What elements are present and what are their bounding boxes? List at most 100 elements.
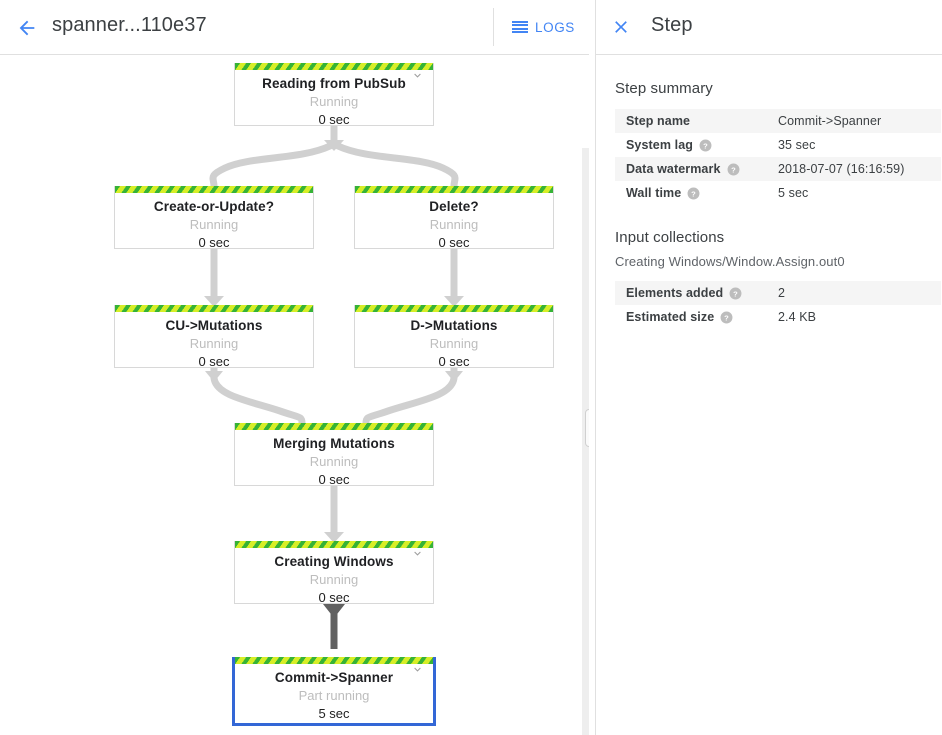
help-icon[interactable]: ?	[699, 139, 712, 152]
node-status: Running	[189, 217, 239, 232]
chevron-down-icon[interactable]	[407, 543, 427, 563]
table-row: System lag?35 sec	[615, 133, 941, 157]
table-row: Data watermark?2018-07-07 (16:16:59)	[615, 157, 941, 181]
node-status: Running	[429, 336, 479, 351]
step-summary-key: Data watermark?	[615, 157, 778, 181]
graph-pane: spanner...110e37 LOGS	[0, 0, 589, 735]
help-icon[interactable]: ?	[720, 311, 733, 324]
step-summary-key-label: System lag	[626, 138, 694, 152]
input-collection-key: Estimated size?	[615, 305, 778, 329]
step-summary-value: Commit->Spanner	[778, 114, 882, 128]
logs-list-icon	[512, 20, 528, 34]
step-summary-key: Step name	[615, 109, 778, 133]
pane-splitter[interactable]	[595, 0, 596, 735]
node-time: 5 sec	[318, 706, 350, 721]
page-title: spanner...110e37	[52, 14, 207, 36]
step-panel-header: Step	[596, 0, 942, 55]
input-collection-name: Creating Windows/Window.Assign.out0	[615, 254, 845, 269]
node-status-stripe	[235, 63, 433, 70]
node-time: 0 sec	[198, 354, 230, 369]
help-icon[interactable]: ?	[727, 163, 740, 176]
node-status: Running	[309, 454, 359, 469]
node-body: Delete? Running 0 sec	[355, 186, 553, 251]
node-time: 0 sec	[198, 235, 230, 250]
node-status: Running	[189, 336, 239, 351]
svg-text:?: ?	[733, 289, 738, 298]
node-status-stripe	[355, 305, 553, 312]
node-title: Create-or-Update?	[153, 199, 275, 214]
logs-button[interactable]: LOGS	[508, 12, 579, 42]
step-summary-value: 2018-07-07 (16:16:59)	[778, 162, 905, 176]
svg-text:?: ?	[691, 189, 696, 198]
node-status-stripe	[355, 186, 553, 193]
node-title: Commit->Spanner	[274, 670, 394, 685]
node-status-stripe	[235, 657, 433, 664]
node-body: Create-or-Update? Running 0 sec	[115, 186, 313, 251]
chevron-down-icon[interactable]	[407, 659, 427, 679]
input-collection-value: 2	[778, 286, 786, 300]
input-collection-key-label: Estimated size	[626, 310, 715, 324]
help-icon[interactable]: ?	[729, 287, 742, 300]
graph-node-create-or-update[interactable]: Create-or-Update? Running 0 sec	[114, 186, 314, 251]
input-collection-key-label: Elements added	[626, 286, 724, 300]
step-summary-key-label: Step name	[626, 114, 691, 128]
input-collections-heading: Input collections	[615, 229, 725, 246]
step-summary-key-label: Wall time	[626, 186, 682, 200]
node-status-stripe	[235, 541, 433, 548]
toolbar-divider	[493, 8, 494, 46]
input-collection-key: Elements added?	[615, 281, 778, 305]
svg-text:?: ?	[703, 141, 708, 150]
close-icon[interactable]	[604, 10, 638, 44]
input-collection-value: 2.4 KB	[778, 310, 817, 324]
table-row: Step name Commit->Spanner	[615, 109, 941, 133]
graph-edge-layer	[204, 126, 464, 649]
step-panel-title: Step	[651, 14, 693, 36]
step-summary-key-label: Data watermark	[626, 162, 721, 176]
chevron-down-icon[interactable]	[407, 65, 427, 85]
node-time: 0 sec	[318, 112, 350, 127]
step-summary-key: System lag?	[615, 133, 778, 157]
node-status: Running	[309, 94, 359, 109]
step-summary-value: 35 sec	[778, 138, 816, 152]
node-title: CU->Mutations	[165, 318, 263, 333]
graph-scrollbar-thumb[interactable]	[585, 409, 589, 447]
table-row: Estimated size?2.4 KB	[615, 305, 941, 329]
node-time: 0 sec	[318, 472, 350, 487]
step-summary-value: 5 sec	[778, 186, 809, 200]
node-title: Reading from PubSub	[262, 76, 406, 91]
logs-button-label: LOGS	[535, 19, 575, 35]
node-status: Running	[429, 217, 479, 232]
svg-text:?: ?	[731, 165, 736, 174]
table-row: Wall time?5 sec	[615, 181, 941, 205]
node-time: 0 sec	[438, 354, 470, 369]
node-status-stripe	[115, 186, 313, 193]
node-title: Merging Mutations	[273, 436, 395, 451]
help-icon[interactable]: ?	[687, 187, 700, 200]
node-status-stripe	[235, 423, 433, 430]
step-summary-key: Wall time?	[615, 181, 778, 205]
graph-node-delete[interactable]: Delete? Running 0 sec	[354, 186, 554, 251]
left-toolbar: spanner...110e37 LOGS	[0, 0, 589, 55]
arrow-left-icon[interactable]	[8, 9, 46, 47]
node-title: Delete?	[429, 199, 479, 214]
node-status: Part running	[298, 688, 370, 703]
node-time: 0 sec	[438, 235, 470, 250]
